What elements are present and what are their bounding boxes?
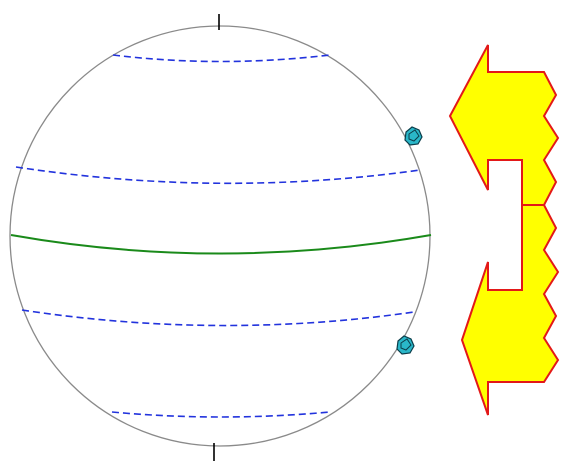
upper-latitude-line bbox=[112, 54, 331, 63]
upper-incoming-arrow bbox=[448, 44, 560, 206]
incoming-arrows bbox=[448, 44, 560, 416]
lower-marker-icon bbox=[396, 335, 415, 355]
lower-latitude-line bbox=[111, 411, 331, 418]
globe-outline bbox=[9, 25, 431, 447]
lower-mid-latitude-line bbox=[21, 309, 415, 327]
equator-line bbox=[10, 234, 432, 255]
lower-incoming-arrow bbox=[460, 204, 560, 416]
upper-marker-icon bbox=[404, 126, 423, 146]
upper-mid-latitude-line bbox=[15, 166, 421, 185]
